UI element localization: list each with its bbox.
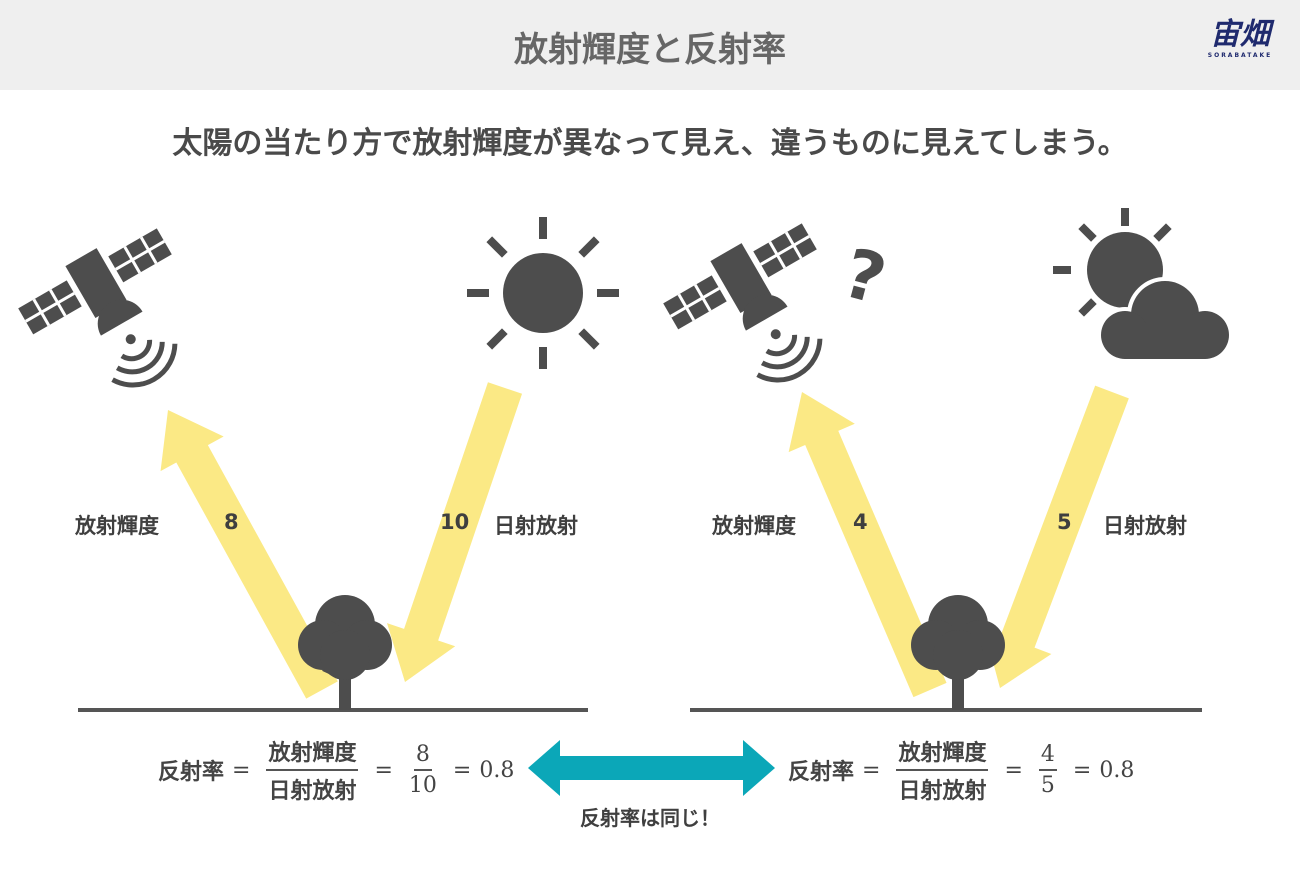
value-fraction: 4 5 <box>1038 742 1057 798</box>
sun-ray <box>539 217 547 239</box>
formula-fraction: 放射輝度 日射放射 <box>266 735 359 805</box>
double-arrow-icon <box>528 740 775 796</box>
tree-icon <box>298 595 392 710</box>
logo-text: SORABATAKE <box>1207 52 1273 59</box>
formula-lhs: 反射率 <box>788 760 855 785</box>
satellite-icon <box>18 228 178 388</box>
formula-lhs: 反射率 <box>158 760 225 785</box>
formula-numerator: 放射輝度 <box>896 735 989 771</box>
sun-ray <box>467 289 489 297</box>
formula-fraction: 放射輝度 日射放射 <box>896 735 989 805</box>
logo-mark: 宙畑 <box>1210 17 1270 52</box>
question-mark: ? <box>835 234 894 321</box>
equals-sign: = <box>232 757 251 783</box>
irradiance-label-right: 日射放射 <box>1103 514 1187 538</box>
sun-behind-cloud-icon <box>1053 208 1233 363</box>
formula-result: 0.8 <box>1099 757 1135 783</box>
value-denominator: 10 <box>408 773 437 798</box>
reflectance-formula-left: 反射率 = 放射輝度 日射放射 = 8 10 = 0.8 <box>158 735 514 805</box>
value-denominator: 5 <box>1040 773 1055 798</box>
equals-sign: = <box>1072 757 1092 783</box>
formula-result: 0.8 <box>479 757 515 783</box>
sun-ray <box>539 347 547 369</box>
sun-ray <box>486 328 508 350</box>
sorabatake-logo: 宙畑 SORABATAKE <box>1195 18 1285 73</box>
radiance-value-left: 8 <box>224 510 239 534</box>
equals-sign: = <box>374 757 393 783</box>
tree-icon <box>911 595 1005 710</box>
value-numerator: 8 <box>413 742 432 771</box>
value-fraction: 8 10 <box>409 742 437 798</box>
irradiance-value-left: 10 <box>440 510 470 534</box>
light-rays <box>160 382 1129 699</box>
sun-ray <box>486 236 508 258</box>
radiance-value-right: 4 <box>853 510 868 534</box>
radiance-label-left: 放射輝度 <box>75 514 159 538</box>
formula-numerator: 放射輝度 <box>266 735 359 771</box>
sun-ray <box>597 289 619 297</box>
sun-ray <box>578 328 600 350</box>
radiance-label-right: 放射輝度 <box>712 514 796 538</box>
page-title: 放射輝度と反射率 <box>514 30 786 70</box>
equals-sign: = <box>452 757 472 783</box>
subtitle: 太陽の当たり方で放射輝度が異なって見え、違うものに見えてしまう。 <box>172 126 1128 161</box>
comparison-note: 反射率は同じ！ <box>580 806 720 830</box>
irradiance-label-left: 日射放射 <box>494 514 578 538</box>
value-numerator: 4 <box>1038 742 1057 771</box>
header-bar: 放射輝度と反射率 宙畑 SORABATAKE <box>0 0 1300 90</box>
reflected-ray-arrow-right <box>788 392 947 698</box>
sun-ray <box>578 236 600 258</box>
ground-line-right <box>690 708 1202 712</box>
incident-ray-arrow-left <box>387 382 523 682</box>
equals-sign: = <box>1004 757 1023 783</box>
satellite-icon <box>663 223 823 383</box>
formula-denominator: 日射放射 <box>268 779 357 804</box>
equals-sign: = <box>862 757 881 783</box>
reflected-ray-arrow-left <box>160 410 338 699</box>
formula-denominator: 日射放射 <box>898 779 987 804</box>
ground-line-left <box>78 708 588 712</box>
irradiance-value-right: 5 <box>1057 510 1072 534</box>
incident-ray-arrow-right <box>984 385 1129 688</box>
sun-icon <box>467 217 619 369</box>
reflectance-formula-right: 反射率 = 放射輝度 日射放射 = 4 5 = 0.8 <box>788 735 1134 805</box>
